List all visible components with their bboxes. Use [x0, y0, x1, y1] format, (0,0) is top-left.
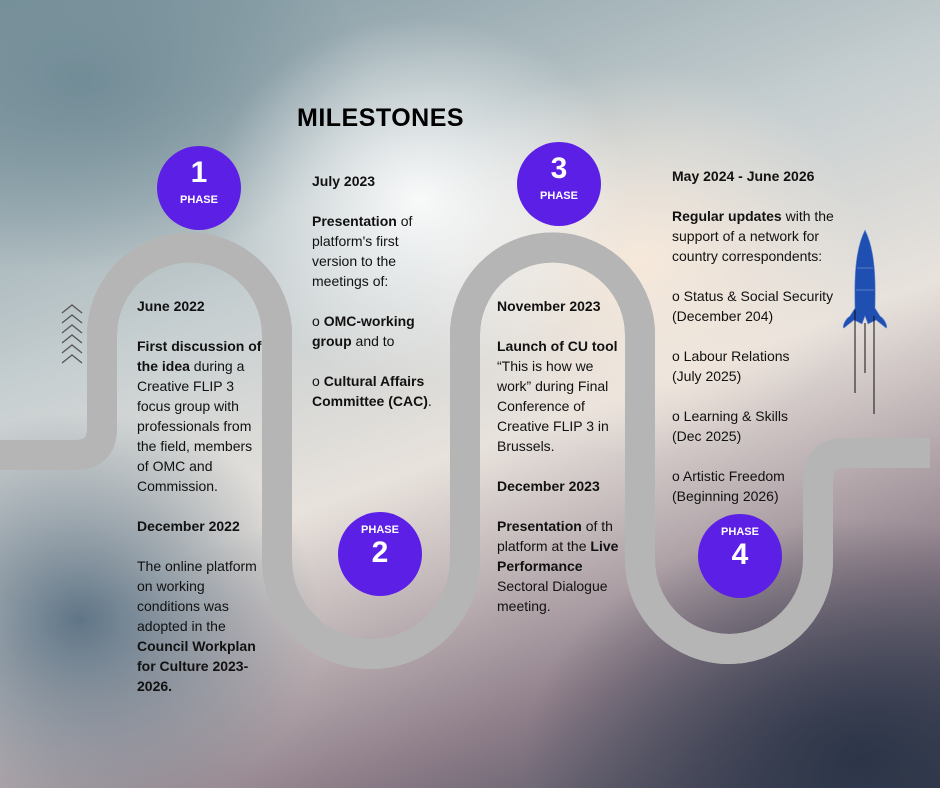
update-item: o Status & Social Security(December 204) — [672, 288, 834, 324]
date: December 2022 — [137, 518, 240, 534]
phase-label: PHASE — [180, 194, 218, 206]
phase-label: PHASE — [540, 190, 578, 202]
milestone-column-1: June 2022 First discussion of the idea d… — [137, 296, 267, 716]
description: Sectoral Dialogue meeting. — [497, 578, 608, 614]
highlight: Cultural Affairs Committee (CAC) — [312, 373, 428, 409]
highlight: First discussion of the idea — [137, 338, 262, 374]
phase-number: 4 — [731, 538, 749, 571]
phase-2-badge: PHASE 2 — [338, 512, 422, 596]
page-title: MILESTONES — [297, 104, 465, 132]
description: . — [427, 393, 432, 409]
highlight: Launch of CU tool — [497, 338, 618, 354]
update-item: o Labour Relations(July 2025) — [672, 348, 790, 384]
bullet: o — [312, 313, 324, 329]
update-item: o Artistic Freedom(Beginning 2026) — [672, 468, 785, 504]
highlight: Live Performance — [497, 538, 619, 574]
date: November 2023 — [497, 298, 601, 314]
highlight: Presentation — [497, 518, 582, 534]
date: June 2022 — [137, 298, 205, 314]
phase-number: 2 — [371, 536, 389, 569]
date: December 2023 — [497, 478, 600, 494]
phase-label: PHASE — [361, 524, 399, 536]
description: of th platform at the — [497, 518, 613, 554]
rocket-icon — [842, 229, 888, 414]
milestone-column-4: May 2024 - June 2026 Regular updates wit… — [672, 166, 847, 526]
milestone-column-2: July 2023 Presentation of platform's fir… — [312, 171, 432, 431]
update-item: o Learning & Skills(Dec 2025) — [672, 408, 788, 444]
highlight: Regular updates — [672, 208, 782, 224]
description: The online platform on working condition… — [137, 558, 257, 634]
description: of platform's first version to the meeti… — [312, 213, 413, 289]
milestone-column-3: November 2023 Launch of CU tool “This is… — [497, 296, 622, 636]
highlight: Presentation — [312, 213, 397, 229]
description: with the support of a network for countr… — [672, 208, 834, 264]
description: and to — [351, 333, 395, 349]
description: during a Creative FLIP 3 focus group wit… — [137, 358, 253, 494]
highlight: Council Workplan for Culture 2023-2026. — [137, 638, 256, 694]
chevrons-up-icon — [61, 304, 83, 364]
date: May 2024 - June 2026 — [672, 168, 815, 184]
date: July 2023 — [312, 173, 376, 189]
phase-4-badge: PHASE 4 — [698, 514, 782, 598]
bullet: o — [312, 373, 324, 389]
phase-label: PHASE — [721, 526, 759, 538]
description: “This is how we work” during Final Confe… — [497, 358, 609, 454]
highlight: OMC-working group — [312, 313, 415, 349]
phase-3-badge: 3 PHASE — [517, 142, 601, 226]
phase-number: 3 — [550, 152, 568, 185]
phase-number: 1 — [190, 156, 208, 189]
phase-1-badge: 1 PHASE — [157, 146, 241, 230]
